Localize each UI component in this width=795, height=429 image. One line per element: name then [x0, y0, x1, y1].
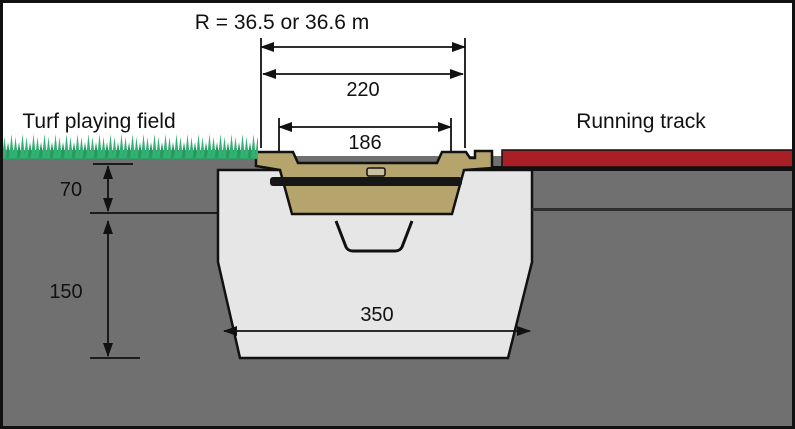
grass-blades-area [2, 134, 258, 158]
radius-label: R = 36.5 or 36.6 m [195, 11, 370, 34]
turf-field-label: Turf playing field [22, 110, 175, 133]
running-track-surface [501, 149, 795, 168]
running-track-label: Running track [576, 110, 706, 133]
dim-350-label: 350 [360, 304, 393, 326]
dim-186-label: 186 [348, 132, 381, 154]
dimension-lines [90, 38, 531, 359]
track-base-line [492, 166, 795, 171]
channel-cover-seat [270, 177, 462, 186]
dim-150-label: 150 [49, 281, 82, 303]
drain-pipe-outline [334, 220, 414, 253]
dim-70-label: 70 [60, 179, 82, 201]
channel-lifting-slot [366, 167, 386, 177]
dim-220-label: 220 [346, 79, 379, 101]
track-foundation-line [532, 208, 795, 211]
